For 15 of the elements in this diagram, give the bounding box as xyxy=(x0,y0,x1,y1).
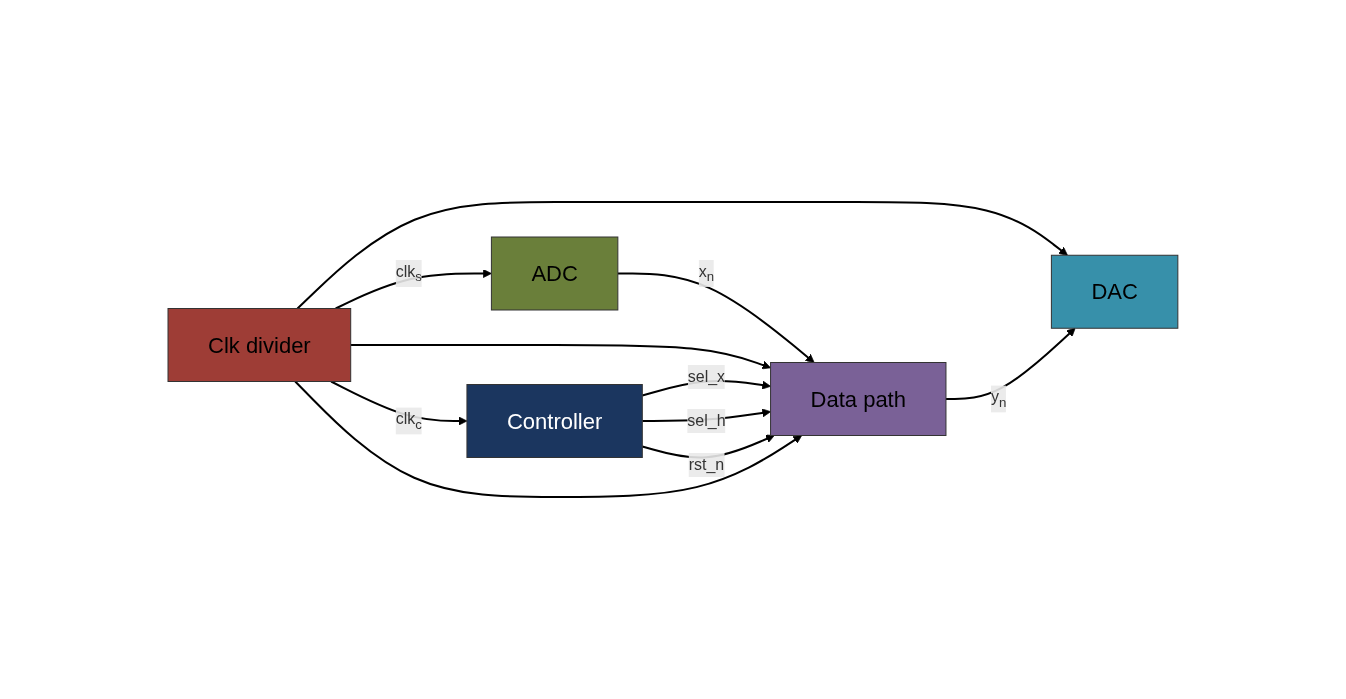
edge-label: clk$_{s}$ xyxy=(395,262,423,285)
edge-label: clk$_{c}$ xyxy=(395,410,423,432)
edge-label: x$_{n}$ xyxy=(698,262,715,285)
arrow xyxy=(616,272,815,363)
edge-label: sel_x xyxy=(687,368,726,385)
node-box: Controller xyxy=(466,384,643,458)
edge-label: sel_h xyxy=(687,412,726,429)
arrow xyxy=(349,344,772,370)
node-box: Clk divider xyxy=(167,308,352,382)
edge-label: y$_{n}$ xyxy=(991,388,1007,410)
node-box: DAC xyxy=(1050,254,1179,329)
arrow xyxy=(945,327,1076,400)
node-box: Data path xyxy=(770,362,947,436)
node-box: ADC xyxy=(491,236,619,311)
edge-label: rst_n xyxy=(688,456,725,473)
